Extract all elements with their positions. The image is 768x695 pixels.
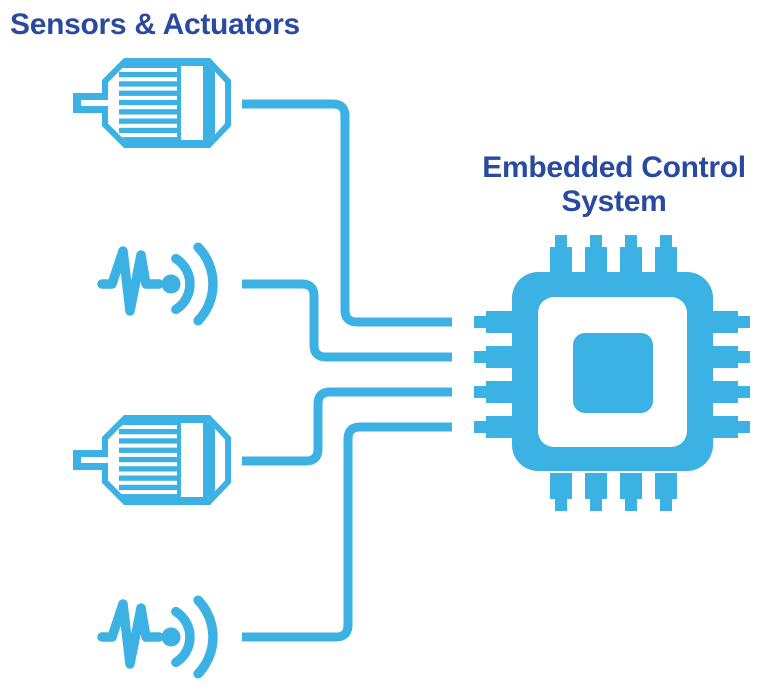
chip-pins-right: [712, 311, 750, 438]
chip-pins-left: [474, 311, 512, 438]
connection-sensor2-to-chip: [242, 422, 452, 642]
motor-icon-2: [73, 415, 231, 505]
chip-pins-top: [550, 235, 677, 273]
sensor-icon-2: [97, 595, 218, 679]
chip-icon: [474, 235, 750, 511]
connection-motor1-to-chip: [242, 99, 452, 327]
connection-sensor1-to-chip: [242, 279, 452, 362]
embedded-control-system-title: Embedded Control System: [458, 151, 768, 219]
motor-icon-1: [73, 58, 231, 148]
embedded-control-title-line1: Embedded Control: [482, 151, 746, 184]
sensor-icon-1: [97, 242, 218, 326]
embedded-control-title-line2: System: [561, 185, 667, 218]
chip-core: [573, 333, 653, 413]
sensors-actuators-title: Sensors & Actuators: [10, 8, 300, 41]
chip-pins-bottom: [550, 473, 677, 511]
connection-motor2-to-chip: [242, 387, 452, 466]
